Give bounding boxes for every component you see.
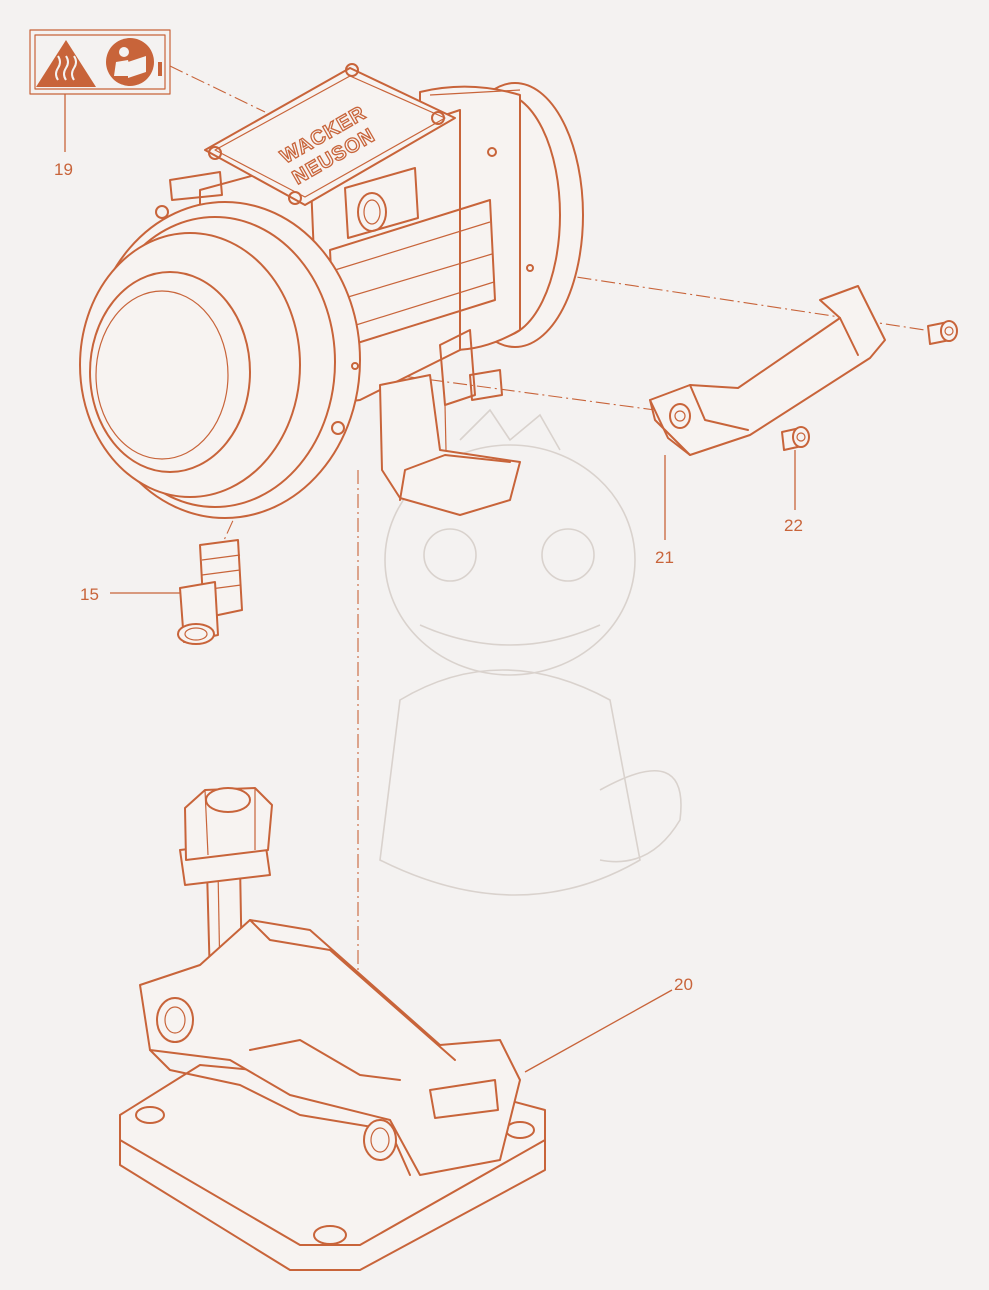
motor-mounting-foot — [379, 329, 521, 516]
screw-upper — [927, 320, 958, 345]
warning-decal — [29, 29, 171, 95]
carry-handle — [649, 285, 886, 456]
leader-lines — [64, 94, 796, 1073]
callout-15: 15 — [80, 585, 99, 604]
watermark-dragon — [379, 408, 682, 896]
cable-gland — [177, 539, 243, 645]
hot-surface-warning-icon — [36, 40, 96, 87]
callout-19: 19 — [54, 160, 73, 179]
callout-21: 21 — [655, 548, 674, 567]
callout-20: 20 — [674, 975, 693, 994]
motor-front-end-bell — [79, 201, 361, 519]
mounting-bracket — [119, 787, 546, 1271]
read-manual-icon — [106, 38, 154, 86]
screw-lower — [781, 426, 810, 451]
callout-22: 22 — [784, 516, 803, 535]
